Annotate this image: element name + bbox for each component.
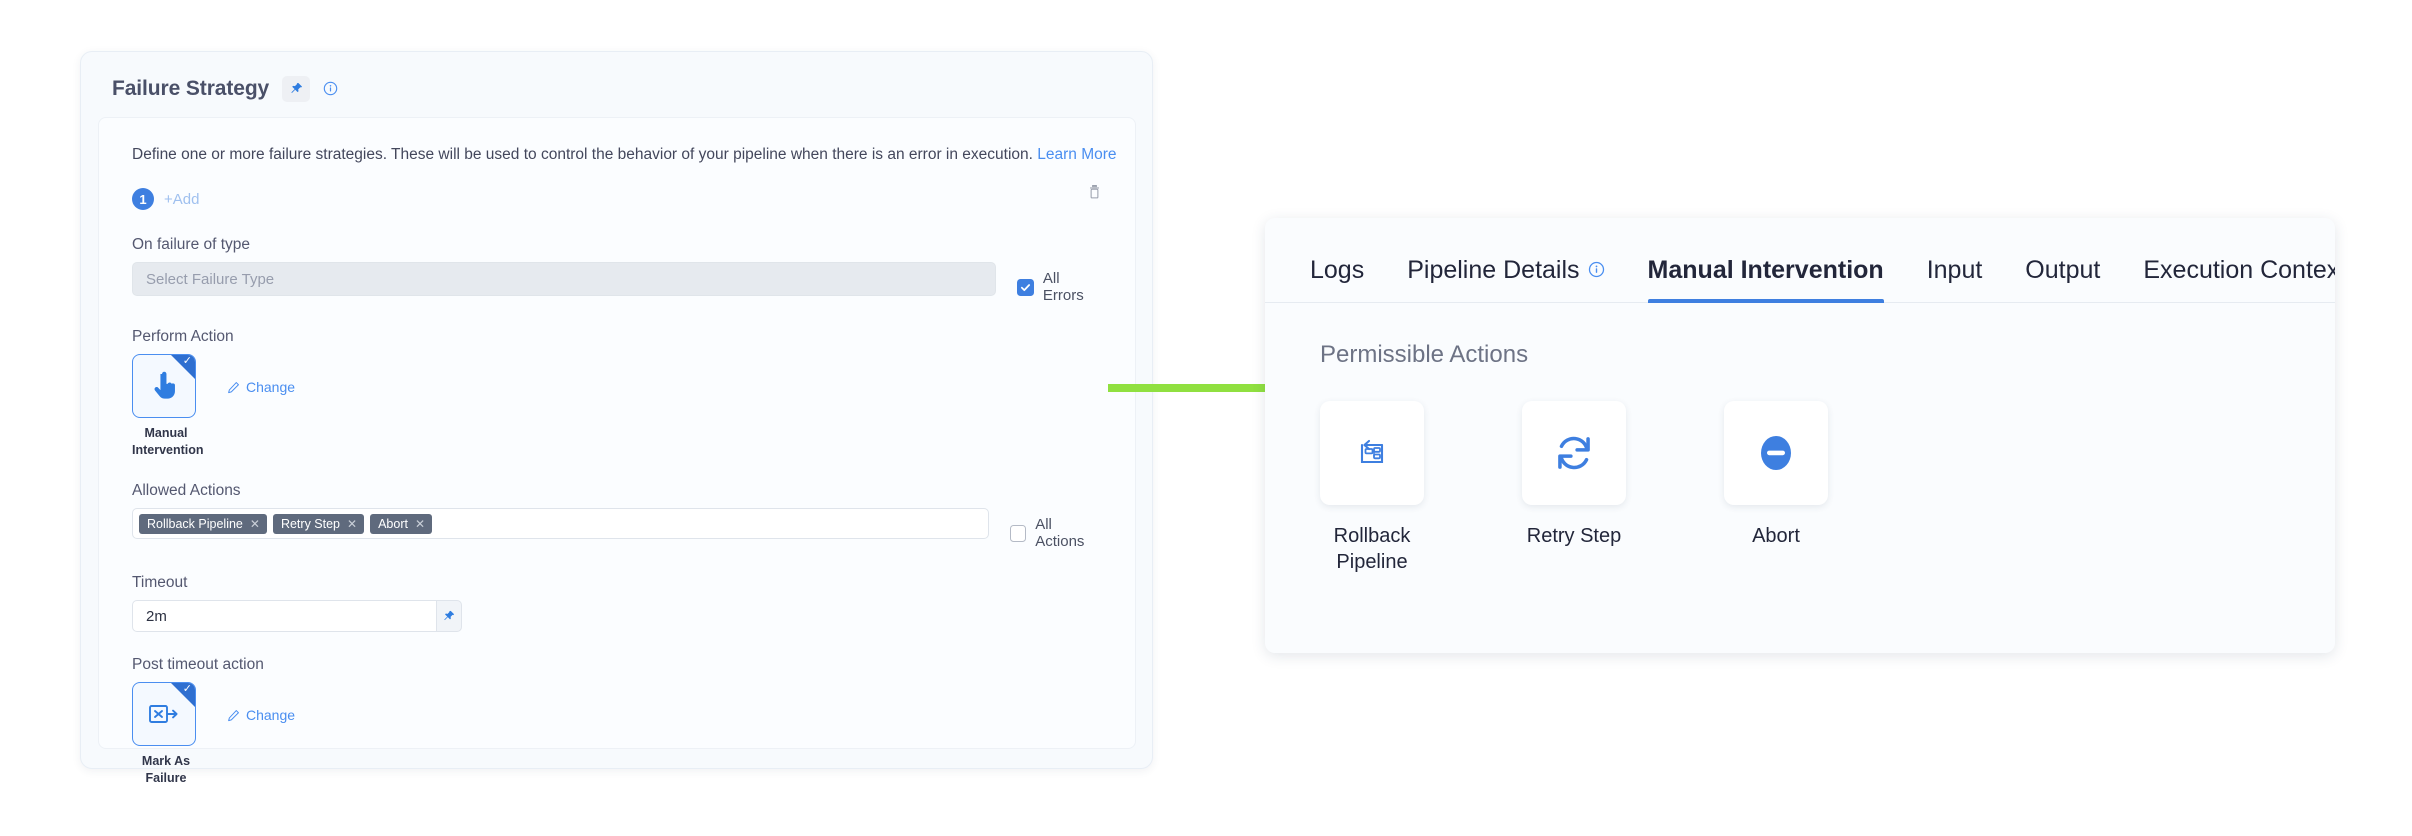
perform-action-row: ✓ Manual Intervention Change — [132, 354, 1102, 458]
perform-action-label: Perform Action — [132, 328, 234, 346]
retry-step-button[interactable] — [1522, 401, 1626, 505]
failure-strategy-card: Failure Strategy Define one or more fail… — [80, 51, 1153, 785]
info-circle-icon[interactable] — [1588, 256, 1605, 285]
allowed-actions-input[interactable]: Rollback Pipeline ✕ Retry Step ✕ Abort ✕ — [132, 508, 989, 540]
all-actions-checkbox-wrap: All Actions — [1009, 508, 1102, 551]
description-sentence: Define one or more failure strategies. T… — [132, 146, 1033, 163]
tab-output[interactable]: Output — [2025, 256, 2100, 302]
post-timeout-tile-col: ✓ Mark As Failure — [132, 682, 200, 786]
learn-more-link[interactable]: Learn More — [1037, 146, 1117, 163]
tag-chip[interactable]: Rollback Pipeline ✕ — [139, 513, 267, 534]
tab-label: Manual Intervention — [1647, 256, 1884, 284]
action-label: Abort — [1752, 525, 1800, 547]
selected-corner-badge — [171, 355, 195, 380]
tab-label: Execution Context — [2143, 256, 2335, 284]
post-timeout-row: ✓ Mark As Failure Change — [132, 682, 1102, 786]
failure-type-row: Select Failure Type All Errors — [132, 262, 1102, 304]
perform-action-tile-col: ✓ Manual Intervention — [132, 354, 204, 458]
timeout-label: Timeout — [132, 574, 188, 592]
action-abort: Abort — [1724, 401, 1828, 575]
tag-remove-icon[interactable]: ✕ — [414, 516, 426, 531]
tag-remove-icon[interactable]: ✕ — [347, 516, 358, 531]
abort-minus-circle-icon — [1761, 436, 1791, 470]
check-icon: ✓ — [182, 683, 192, 696]
tag-remove-icon[interactable]: ✕ — [249, 516, 260, 531]
timeout-row: 2m — [132, 600, 1102, 633]
strategy-index-badge[interactable]: 1 — [132, 188, 154, 211]
manual-intervention-tile[interactable]: ✓ — [132, 354, 196, 419]
perform-action-value: Manual Intervention — [132, 426, 204, 457]
all-actions-checkbox[interactable] — [1009, 524, 1027, 542]
failure-type-select[interactable]: Select Failure Type — [132, 262, 997, 297]
rollback-pipeline-button[interactable] — [1320, 401, 1424, 505]
pointing-hand-icon — [154, 371, 175, 399]
tab-pipeline-details[interactable]: Pipeline Details — [1407, 256, 1604, 302]
tag-chip[interactable]: Retry Step ✕ — [272, 513, 365, 534]
action-rollback-pipeline: Rollback Pipeline — [1320, 401, 1424, 575]
change-perform-action-button[interactable]: Change — [227, 379, 295, 395]
strategy-add-row: 1 +Add — [132, 186, 1102, 212]
trash-icon[interactable] — [1087, 184, 1102, 205]
tag-label: Abort — [378, 516, 408, 531]
tag-label: Rollback Pipeline — [147, 516, 243, 531]
pencil-icon — [228, 709, 239, 721]
tab-manual-intervention[interactable]: Manual Intervention — [1647, 256, 1884, 303]
allowed-actions-label: Allowed Actions — [132, 482, 241, 500]
tab-label: Input — [1926, 256, 1983, 284]
panel-body: Permissible Actions Rollback Pipel — [1265, 303, 2335, 575]
change-label: Change — [246, 379, 296, 396]
tab-label: Pipeline Details — [1407, 256, 1580, 284]
mark-as-failure-tile[interactable]: ✓ — [132, 682, 196, 747]
mark-as-failure-icon — [149, 705, 178, 724]
permissible-actions-title: Permissible Actions — [1320, 341, 1529, 368]
action-retry-step: Retry Step — [1522, 401, 1626, 575]
all-actions-label: All Actions — [1035, 516, 1085, 551]
failure-strategy-header: Failure Strategy — [81, 52, 1152, 105]
panel-tab-bar: Logs Pipeline Details Manual Interventio… — [1265, 218, 2335, 303]
tab-execution-context[interactable]: Execution Context — [2143, 256, 2335, 302]
all-errors-checkbox-wrap: All Errors — [1017, 262, 1102, 304]
green-arrow-right — [1108, 372, 1323, 409]
selected-corner-badge — [171, 683, 195, 708]
allowed-actions-row: Rollback Pipeline ✕ Retry Step ✕ Abort ✕ — [132, 508, 1102, 550]
on-failure-label: On failure of type — [132, 236, 251, 254]
action-label: Rollback Pipeline — [1333, 525, 1411, 573]
change-post-timeout-button[interactable]: Change — [227, 707, 295, 723]
page-title: Failure Strategy — [112, 76, 270, 100]
execution-details-panel: Logs Pipeline Details Manual Interventio… — [1265, 218, 2335, 653]
tab-logs[interactable]: Logs — [1310, 256, 1364, 302]
tab-label: Logs — [1310, 256, 1365, 284]
rollback-pipeline-icon — [1360, 439, 1384, 464]
retry-refresh-icon — [1558, 436, 1590, 470]
abort-button[interactable] — [1724, 401, 1828, 505]
timeout-input[interactable]: 2m — [132, 600, 437, 633]
all-errors-label: All Errors — [1042, 270, 1084, 305]
all-errors-checkbox[interactable] — [1017, 278, 1034, 296]
permissible-actions-list: Rollback Pipeline Retry Step — [1320, 401, 2335, 575]
info-circle-icon[interactable] — [323, 81, 338, 96]
pencil-icon — [228, 381, 239, 393]
action-label: Retry Step — [1526, 525, 1622, 547]
tab-input[interactable]: Input — [1927, 256, 1983, 302]
post-timeout-label: Post timeout action — [132, 656, 264, 674]
timeout-pin-icon[interactable] — [437, 600, 462, 633]
tag-label: Retry Step — [280, 516, 341, 531]
change-label: Change — [246, 707, 296, 724]
description-text: Define one or more failure strategies. T… — [132, 143, 1117, 166]
tab-label: Output — [2025, 256, 2101, 284]
pin-icon[interactable] — [282, 75, 311, 102]
tag-chip[interactable]: Abort ✕ — [370, 513, 433, 534]
check-icon: ✓ — [182, 355, 192, 368]
post-timeout-value: Mark As Failure — [141, 754, 191, 785]
add-strategy-button[interactable]: +Add — [164, 190, 200, 208]
failure-strategy-inner-panel: Define one or more failure strategies. T… — [98, 117, 1136, 785]
